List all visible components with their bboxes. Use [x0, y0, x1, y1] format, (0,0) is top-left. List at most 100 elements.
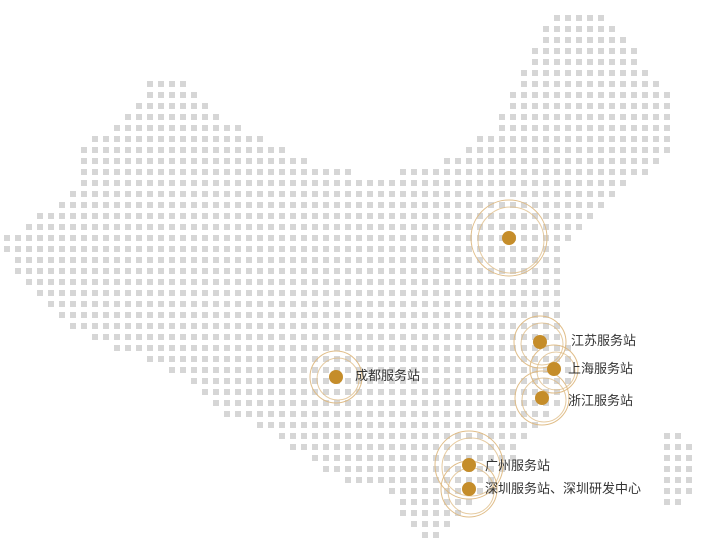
map-dot — [246, 169, 252, 175]
map-dot — [554, 213, 560, 219]
map-dot — [180, 246, 186, 252]
map-dot — [125, 235, 131, 241]
map-dot — [411, 235, 417, 241]
marker-shanghai[interactable] — [547, 362, 561, 376]
map-dot — [147, 257, 153, 263]
map-dot — [59, 279, 65, 285]
map-dot — [169, 114, 175, 120]
map-dot — [686, 444, 692, 450]
map-dot — [477, 345, 483, 351]
map-dot — [334, 290, 340, 296]
map-dot — [576, 125, 582, 131]
map-dot — [609, 81, 615, 87]
map-dot — [246, 356, 252, 362]
marker-shenzhen[interactable] — [462, 482, 476, 496]
map-dot — [235, 345, 241, 351]
map-dot — [235, 356, 241, 362]
map-dot — [565, 114, 571, 120]
map-dot — [609, 37, 615, 43]
map-dot — [554, 400, 560, 406]
map-dot — [389, 433, 395, 439]
map-dot — [521, 81, 527, 87]
map-dot — [191, 246, 197, 252]
map-dot — [521, 70, 527, 76]
map-dot — [664, 488, 670, 494]
map-dot — [422, 389, 428, 395]
map-dot — [290, 158, 296, 164]
map-dot — [620, 70, 626, 76]
map-dot — [631, 136, 637, 142]
map-dot — [400, 312, 406, 318]
map-dot — [510, 125, 516, 131]
map-dot — [290, 202, 296, 208]
map-dot — [499, 345, 505, 351]
map-dot — [642, 147, 648, 153]
map-dot — [92, 202, 98, 208]
map-dot — [521, 202, 527, 208]
map-dot — [378, 334, 384, 340]
map-dot — [653, 103, 659, 109]
marker-ring-guangzhou — [441, 437, 501, 497]
map-dot — [587, 191, 593, 197]
map-dot — [477, 290, 483, 296]
map-dot — [455, 202, 461, 208]
map-dot — [81, 169, 87, 175]
map-dot — [290, 279, 296, 285]
map-dot — [279, 378, 285, 384]
map-dot — [114, 125, 120, 131]
map-dot — [664, 466, 670, 472]
map-dot — [488, 191, 494, 197]
map-dot — [37, 257, 43, 263]
map-dot — [323, 378, 329, 384]
map-dot — [576, 15, 582, 21]
map-dot — [92, 334, 98, 340]
map-dot — [224, 400, 230, 406]
map-dot — [653, 158, 659, 164]
map-dot — [147, 158, 153, 164]
map-dot — [389, 389, 395, 395]
map-dot — [279, 290, 285, 296]
map-dot — [356, 389, 362, 395]
marker-chengdu[interactable] — [329, 370, 343, 384]
map-dot — [26, 224, 32, 230]
map-dot — [158, 334, 164, 340]
map-dot — [136, 323, 142, 329]
map-dot — [257, 202, 263, 208]
map-dot — [422, 290, 428, 296]
map-dot — [609, 48, 615, 54]
map-dot — [576, 224, 582, 230]
map-dot — [389, 466, 395, 472]
map-dot — [48, 257, 54, 263]
map-dot — [191, 191, 197, 197]
map-dot — [246, 235, 252, 241]
map-dot — [543, 378, 549, 384]
map-dot — [345, 323, 351, 329]
map-dot — [191, 92, 197, 98]
map-dot — [147, 81, 153, 87]
marker-guangzhou[interactable] — [462, 458, 476, 472]
map-dot — [202, 312, 208, 318]
map-dot — [158, 180, 164, 186]
marker-jiangsu[interactable] — [533, 335, 547, 349]
map-dot — [301, 180, 307, 186]
map-dot — [532, 323, 538, 329]
map-dot — [510, 312, 516, 318]
map-dot — [202, 136, 208, 142]
map-dot — [389, 235, 395, 241]
map-dot — [675, 499, 681, 505]
marker-beijing[interactable] — [502, 231, 516, 245]
map-dot — [499, 356, 505, 362]
marker-zhejiang[interactable] — [535, 391, 549, 405]
map-dot — [81, 191, 87, 197]
map-dot — [620, 180, 626, 186]
map-dot — [598, 15, 604, 21]
map-dot — [433, 367, 439, 373]
map-dot — [268, 301, 274, 307]
map-dot — [367, 334, 373, 340]
map-dot — [268, 268, 274, 274]
map-dot — [543, 191, 549, 197]
map-dot — [213, 114, 219, 120]
map-dot — [455, 312, 461, 318]
map-dot — [565, 70, 571, 76]
map-dot — [411, 323, 417, 329]
